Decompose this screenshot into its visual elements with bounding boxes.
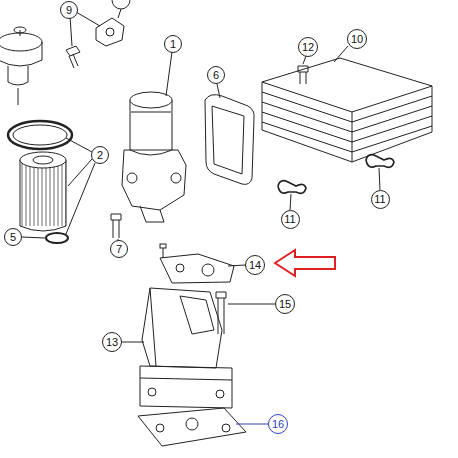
callout-number: 11 [374, 194, 385, 205]
callout-circle: 9 [60, 1, 78, 19]
callout-circle: 11 [281, 210, 300, 229]
callout-number: 7 [116, 244, 122, 255]
callout-circle: 2 [91, 146, 109, 164]
callout-circle: 11 [371, 190, 390, 209]
oil-cooler [262, 58, 432, 162]
callout-circle: 12 [298, 37, 318, 57]
callout-number: 15 [279, 299, 291, 310]
callout-number: 9 [66, 5, 72, 16]
callout-circle: 14 [245, 255, 265, 275]
callout-number: 5 [10, 232, 16, 243]
callout-number: 13 [106, 337, 118, 348]
callout-number: 6 [213, 70, 219, 81]
filter-element [20, 152, 66, 231]
callout-number: 14 [249, 260, 261, 271]
callout-circle: 1 [164, 35, 182, 53]
callout-circle: 5 [4, 228, 22, 246]
bracket [66, 18, 124, 68]
callout-circle: 16 [268, 414, 288, 434]
callout-number: 10 [351, 34, 363, 45]
callout-circle: 15 [275, 294, 295, 314]
cut-callout [112, 0, 130, 9]
gasket [205, 95, 254, 185]
callout-number: 12 [302, 42, 314, 53]
callout-circle: 13 [102, 332, 122, 352]
callout-circle: 6 [207, 66, 225, 84]
callout-number: 1 [170, 39, 176, 50]
pointer-arrow [275, 250, 335, 276]
leader-lines [22, 12, 380, 424]
base-gasket [138, 408, 246, 446]
callout-circle: 7 [110, 240, 128, 258]
callout-circle: 10 [347, 29, 367, 49]
actuator [0, 27, 42, 105]
mount-bracket [140, 288, 232, 408]
plate [160, 244, 234, 283]
filter-housing [122, 92, 186, 222]
callout-number: 16 [272, 419, 284, 430]
callout-number: 2 [97, 150, 103, 161]
callout-number: 11 [284, 214, 295, 225]
